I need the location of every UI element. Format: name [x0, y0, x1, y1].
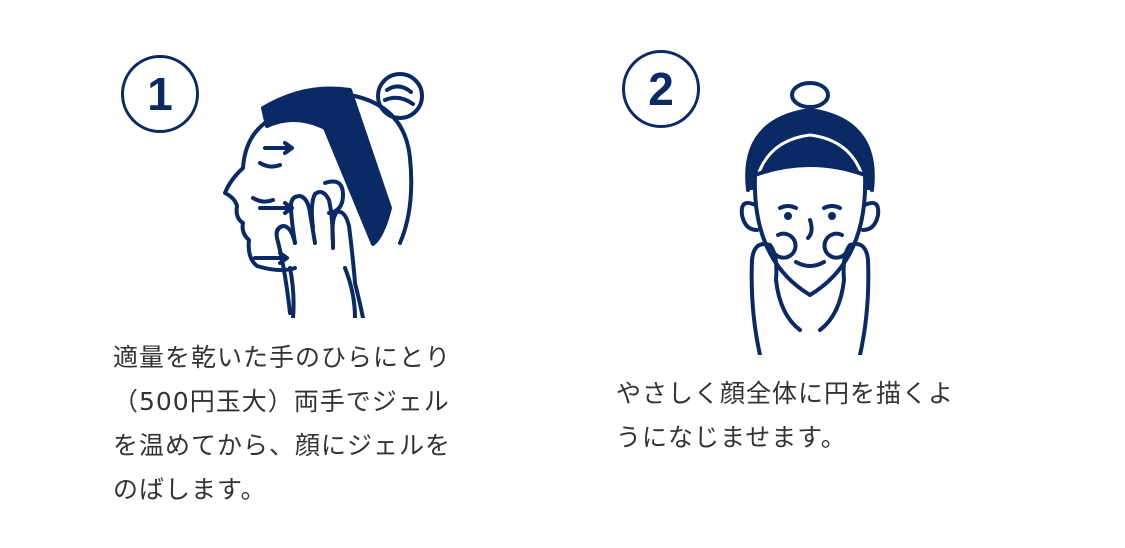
description-line: （500円玉大）両手でジェル [113, 387, 450, 416]
step-1: 1 [0, 0, 560, 548]
step-number-badge: 2 [622, 50, 700, 128]
step-number: 1 [147, 68, 173, 120]
face-profile-applying-gel-icon [205, 68, 445, 320]
description-line: のばします。 [113, 475, 267, 504]
description-line: 適量を乾いた手のひらにとり [113, 343, 452, 372]
description-line: うになじませます。 [616, 423, 847, 452]
step-2: 2 [560, 0, 1125, 548]
step-description: やさしく顔全体に円を描くよ うになじませます。 [616, 372, 1056, 460]
step-number: 2 [648, 63, 674, 115]
description-line: を温めてから、顔にジェルを [113, 431, 452, 460]
step-number-badge: 1 [121, 55, 199, 133]
step-description: 適量を乾いた手のひらにとり （500円玉大）両手でジェル を温めてから、顔にジェ… [113, 336, 533, 512]
face-front-massaging-cheeks-icon [730, 80, 890, 357]
description-line: やさしく顔全体に円を描くよ [616, 379, 955, 408]
